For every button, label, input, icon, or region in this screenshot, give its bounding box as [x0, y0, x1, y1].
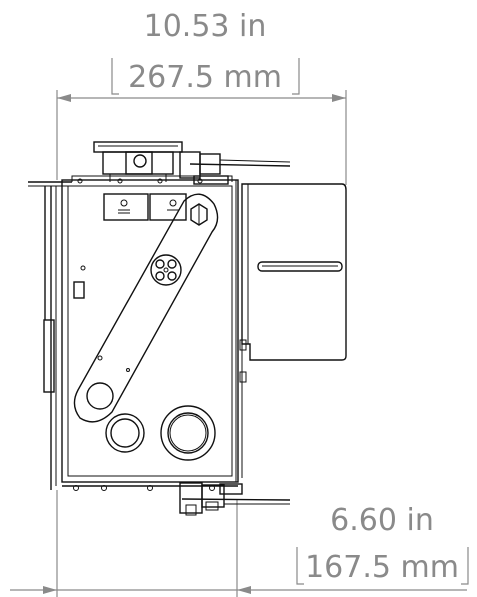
top-dimension-imperial: 10.53 in: [144, 9, 267, 44]
bottom-dimension-arrow-left: [43, 586, 57, 594]
side-box-slot: [257, 261, 343, 272]
side-junction-box: [241, 183, 347, 361]
bottom-dimension-arrow-right: [237, 586, 251, 594]
bottom-dimension-metric-brackets: [296, 547, 469, 585]
top-mounting-bracket: [93, 141, 291, 185]
bottom-dimension-imperial: 6.60 in: [330, 503, 434, 538]
knockouts: [105, 405, 216, 461]
top-dimension-metric: 267.5 mm: [128, 60, 282, 95]
left-rail: [28, 181, 72, 490]
bottom-mounting-bracket: [179, 482, 291, 516]
bottom-dimension-metric: 167.5 mm: [305, 550, 459, 585]
top-dimension-arrow-left: [57, 94, 71, 102]
top-dimension-arrow-right: [332, 94, 346, 102]
arm-end-hole: [86, 382, 114, 410]
terminal-plates: [103, 193, 187, 221]
arm-hub: [150, 254, 182, 286]
bottom-dimension: 6.60 in 167.5 mm: [10, 490, 469, 597]
knockout-small: [105, 413, 145, 453]
knockout-large: [160, 405, 216, 461]
top-dimension-metric-brackets: [111, 58, 300, 95]
top-dimension: 10.53 in 267.5 mm: [56, 9, 347, 185]
swing-arm: [73, 193, 219, 423]
side-handle: [43, 319, 55, 393]
